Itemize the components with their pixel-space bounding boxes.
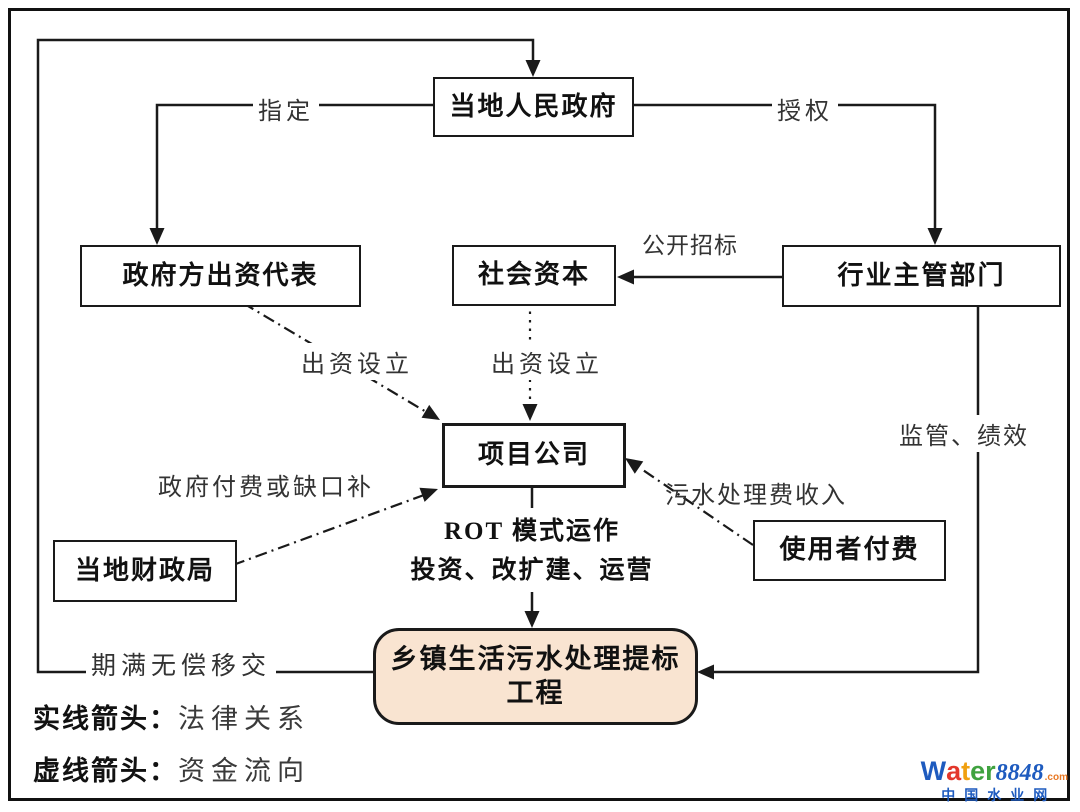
edge-label-gov-payment: 政府付费或缺口补 <box>158 475 374 501</box>
arrowhead-into-target-right <box>697 664 714 680</box>
edge-label-transfer: 期满无偿移交 <box>86 645 277 683</box>
node-finance-bureau: 当地财政局 <box>53 540 237 602</box>
legend-dashed: 虚线箭头：资金流向 <box>33 749 310 788</box>
legend-dashed-key: 虚线箭头： <box>33 756 178 786</box>
node-government: 当地人民政府 <box>433 77 634 137</box>
node-user-payment: 使用者付费 <box>753 520 946 581</box>
arrowhead-into-gov-rep <box>149 228 165 245</box>
node-target-project: 乡镇生活污水处理提标工程 <box>373 628 698 725</box>
logo-subtitle: 中国水业网 <box>941 787 1057 803</box>
logo-number: 8848 <box>995 760 1044 786</box>
legend-dashed-value: 资金流向 <box>178 756 310 786</box>
edge-label-sewage-fee: 污水处理费收入 <box>665 483 847 509</box>
logo-letter: W <box>920 756 947 786</box>
arrowhead-into-government <box>525 60 541 77</box>
legend-solid-value: 法律关系 <box>178 704 310 734</box>
logo-letter: e <box>970 756 986 786</box>
arrowhead-sewage-fee <box>625 458 644 474</box>
edge-authorize-path <box>630 103 937 228</box>
edge-sewage-fee-path <box>639 467 754 546</box>
node-industry-dept: 行业主管部门 <box>782 245 1061 307</box>
arrowhead-into-industry <box>927 228 943 245</box>
node-project-company: 项目公司 <box>442 423 626 488</box>
logo-letter: a <box>946 756 962 786</box>
edge-label-invest-left: 出资设立 <box>296 343 418 380</box>
edge-designate-path <box>155 103 433 228</box>
node-social-capital: 社会资本 <box>452 245 616 306</box>
arrowhead-invest-left <box>421 404 440 420</box>
edge-label-designate: 指定 <box>253 90 319 127</box>
edge-label-public-bidding: 公开招标 <box>642 233 738 258</box>
logo-tld: .com <box>1044 772 1068 783</box>
arrowhead-gov-payment <box>419 487 438 502</box>
rot-mode-line2: 投资、改扩建、运营 <box>406 550 658 586</box>
logo-letter: t <box>961 756 971 786</box>
rot-mode-line1: ROT 模式运作 <box>440 511 624 547</box>
edge-gov-payment-path <box>232 493 425 567</box>
legend-solid-key: 实线箭头： <box>33 704 178 734</box>
water8848-logo: W a t e r 8848 .com 中国水业网 <box>920 756 1068 803</box>
arrowhead-into-social <box>617 269 634 285</box>
edge-label-authorize: 授权 <box>772 90 838 127</box>
edge-label-supervision: 监管、绩效 <box>894 415 1034 452</box>
outer-frame <box>8 8 1070 801</box>
node-gov-rep: 政府方出资代表 <box>80 245 361 307</box>
legend-solid: 实线箭头：法律关系 <box>33 697 310 736</box>
edge-label-invest-right: 出资设立 <box>486 343 608 380</box>
logo-brand-row: W a t e r 8848 .com <box>920 756 1068 786</box>
arrowhead-invest-right <box>522 404 538 421</box>
arrowhead-into-target-top <box>524 611 540 628</box>
logo-letter: r <box>985 756 996 786</box>
